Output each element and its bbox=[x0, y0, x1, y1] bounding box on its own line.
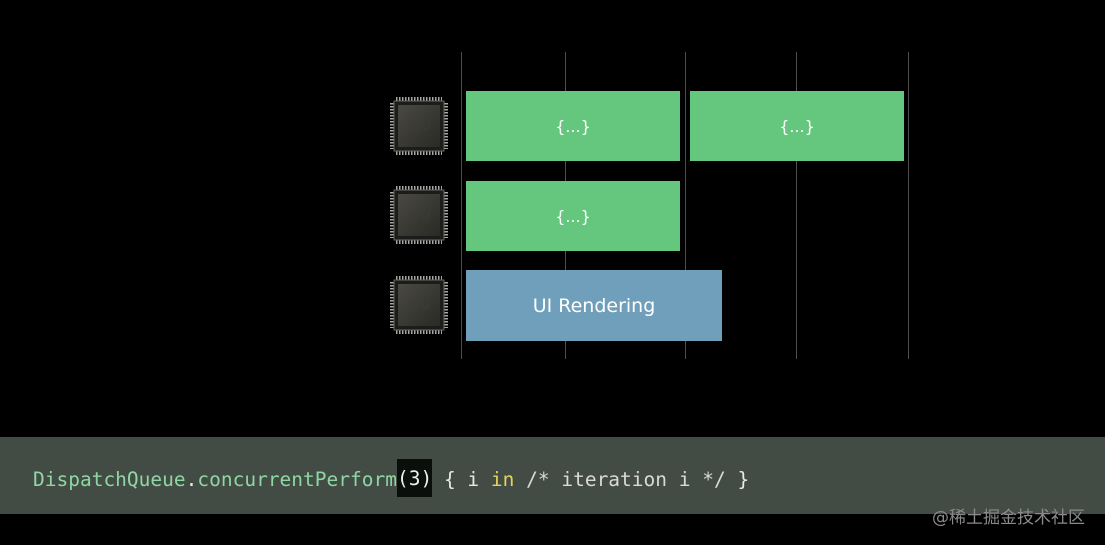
cpu-chip-icon: CPU bbox=[390, 97, 448, 155]
cpu-chip-icon: CPU bbox=[390, 186, 448, 244]
code-closure-open: { i bbox=[432, 468, 491, 491]
code-snippet-bar: DispatchQueue.concurrentPerform(3) { i i… bbox=[0, 437, 1105, 514]
work-block: {...} bbox=[466, 91, 680, 161]
code-method-name: concurrentPerform bbox=[197, 468, 397, 491]
svg-text:CPU: CPU bbox=[408, 209, 430, 222]
code-dot: . bbox=[185, 468, 198, 491]
code-keyword-in: in bbox=[490, 468, 515, 491]
svg-text:CPU: CPU bbox=[408, 120, 430, 133]
work-block: {...} bbox=[466, 181, 680, 251]
cpu-timeline-diagram: CPU CPU CPU {...} {...} {...} UI Renderi… bbox=[390, 52, 909, 359]
timeline-gridline bbox=[461, 52, 462, 359]
svg-text:CPU: CPU bbox=[408, 299, 430, 312]
timeline-gridline bbox=[796, 52, 797, 359]
cpu-chip-icon: CPU bbox=[390, 276, 448, 334]
work-block: {...} bbox=[690, 91, 904, 161]
code-line: DispatchQueue.concurrentPerform(3) { i i… bbox=[33, 437, 749, 514]
code-type-name: DispatchQueue bbox=[33, 468, 186, 491]
timeline-gridline bbox=[685, 52, 686, 359]
code-comment: /* iteration i */ bbox=[514, 468, 738, 491]
ui-rendering-block: UI Rendering bbox=[466, 270, 722, 341]
timeline-gridline bbox=[908, 52, 909, 359]
code-highlighted-argument: (3) bbox=[396, 459, 433, 497]
watermark: @稀土掘金技术社区 bbox=[932, 508, 1085, 528]
code-closure-close: } bbox=[737, 468, 750, 491]
